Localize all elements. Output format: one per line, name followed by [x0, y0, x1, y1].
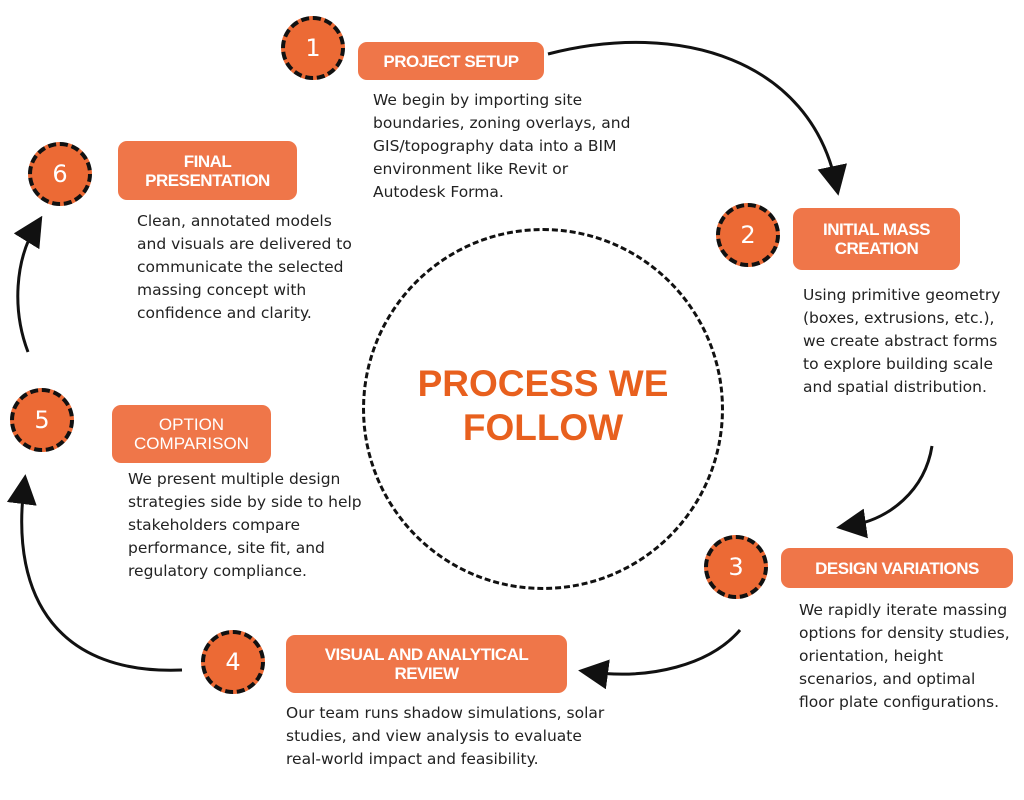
step-6-number: 6 [28, 142, 92, 206]
arrow-3-to-4 [578, 629, 742, 690]
step-3-label: DESIGN VARIATIONS [781, 548, 1013, 588]
step-3-number: 3 [704, 535, 768, 599]
step-2-number: 2 [716, 203, 780, 267]
center-circle [362, 228, 724, 590]
step-1-text: We begin by importing site boundaries, z… [373, 91, 631, 201]
step-6-label: FINAL PRESENTATION [118, 141, 297, 200]
step-2-text: Using primitive geometry (boxes, extrusi… [803, 286, 1001, 396]
step-4-text: Our team runs shadow simulations, solar … [286, 704, 605, 768]
step-3-text: We rapidly iterate massing options for d… [799, 601, 1010, 711]
step-1-number: 1 [281, 16, 345, 80]
page-title: PROCESS WE FOLLOW [417, 363, 669, 448]
step-5-text: We present multiple design strategies si… [128, 470, 362, 580]
arrow-2-to-3 [836, 445, 934, 539]
step-6-text: Clean, annotated models and visuals are … [137, 212, 352, 322]
arrow-5-to-6 [13, 215, 43, 353]
step-2-label: INITIAL MASS CREATION [793, 208, 960, 270]
step-5-label: OPTION COMPARISON [112, 405, 271, 463]
arrow-1-to-2 [547, 41, 847, 196]
step-4-number: 4 [201, 630, 265, 694]
step-4-label: VISUAL AND ANALYTICAL REVIEW [286, 635, 567, 693]
arrow-4-to-5 [6, 474, 183, 672]
step-1-label: PROJECT SETUP [358, 42, 544, 80]
step-5-number: 5 [10, 388, 74, 452]
